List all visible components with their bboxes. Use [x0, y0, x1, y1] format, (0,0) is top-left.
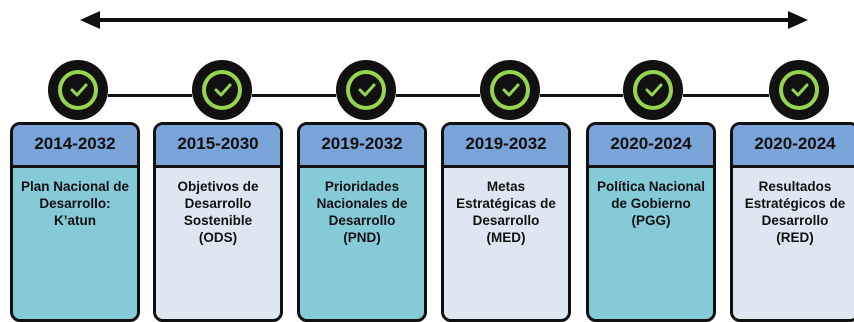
check-icon — [645, 83, 663, 97]
card-years: 2014-2032 — [13, 125, 137, 168]
card-years: 2020-2024 — [733, 125, 854, 168]
card-label: Política Nacional de Gobierno (PGG) — [596, 179, 706, 228]
timeline-connector — [540, 94, 623, 97]
timeline-connector — [683, 94, 769, 97]
timeline-node-2 — [192, 60, 252, 120]
timeline-node-6 — [769, 60, 829, 120]
card-label: Metas Estratégicas de Desarrollo (MED) — [456, 179, 556, 245]
timeline-card-katun: 2014-2032 Plan Nacional de Desarrollo: K… — [10, 122, 140, 322]
timeline-node-3 — [336, 60, 396, 120]
timeline-connector — [252, 94, 336, 97]
timeline-node-1 — [48, 60, 108, 120]
timeline-card-pgg: 2020-2024 Política Nacional de Gobierno … — [586, 122, 716, 322]
card-years: 2019-2032 — [444, 125, 568, 168]
card-label: Plan Nacional de Desarrollo: K’atun — [20, 179, 130, 228]
card-years: 2015-2030 — [156, 125, 280, 168]
double-headed-arrow-icon — [80, 11, 808, 29]
timeline-card-pnd: 2019-2032 Prioridades Nacionales de Desa… — [297, 122, 427, 322]
card-years: 2019-2032 — [300, 125, 424, 168]
timeline-node-4 — [480, 60, 540, 120]
check-icon — [791, 83, 809, 97]
check-icon — [358, 83, 376, 97]
timeline-node-5 — [623, 60, 683, 120]
timeline-connector — [108, 94, 192, 97]
timeline-card-ods: 2015-2030 Objetivos de Desarrollo Sosten… — [153, 122, 283, 322]
card-label: Resultados Estratégicos de Desarrollo (R… — [744, 179, 846, 245]
timeline-card-med: 2019-2032 Metas Estratégicas de Desarrol… — [441, 122, 571, 322]
card-label: Objetivos de Desarrollo Sostenible (ODS) — [177, 179, 259, 245]
check-icon — [214, 83, 232, 97]
timeline-connector — [396, 94, 480, 97]
timeline-card-red: 2020-2024 Resultados Estratégicos de Des… — [730, 122, 854, 322]
card-label: Prioridades Nacionales de Desarrollo (PN… — [316, 179, 408, 245]
card-years: 2020-2024 — [589, 125, 713, 168]
check-icon — [502, 83, 520, 97]
check-icon — [70, 83, 88, 97]
